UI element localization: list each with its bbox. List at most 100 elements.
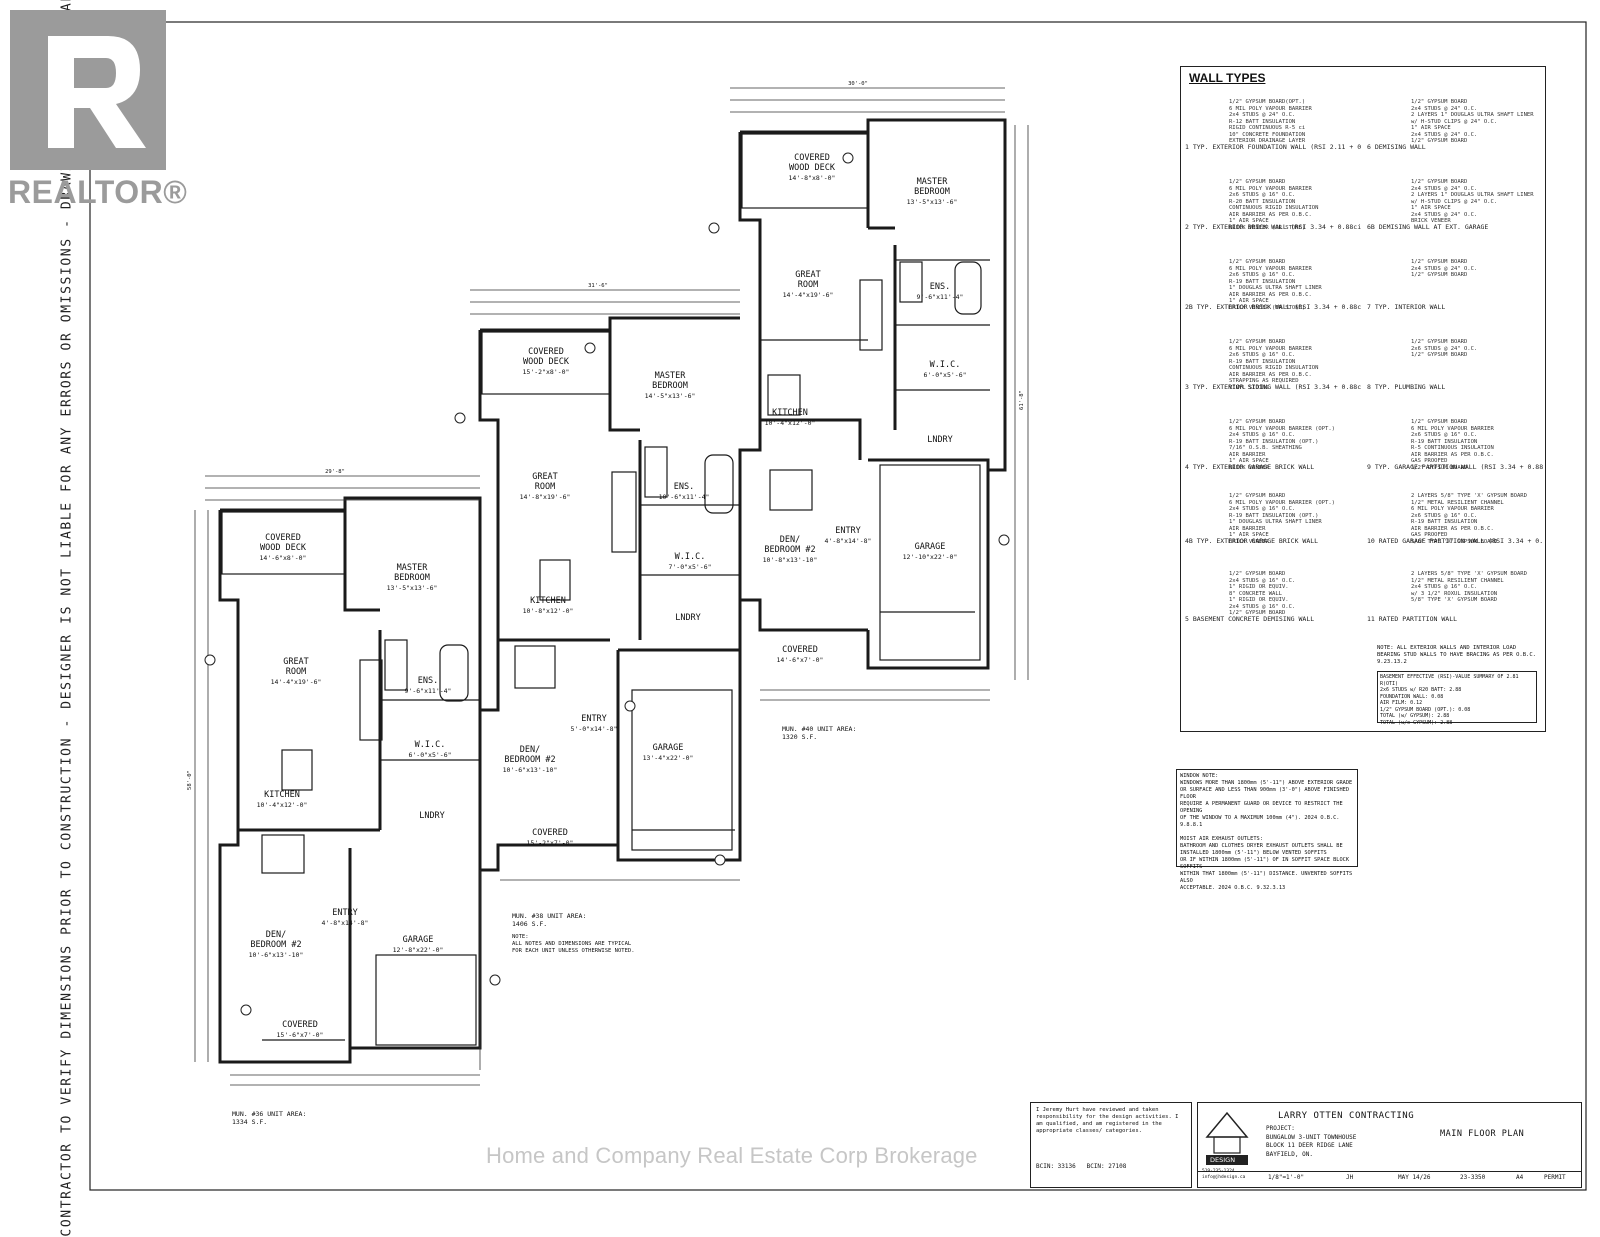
design-logo: DESIGN <box>1202 1107 1252 1167</box>
wall-type-entry: 1/2" GYPSUM BOARD 2x4 STUDS @ 24" O.C. 1… <box>1367 259 1478 311</box>
wall-type-entry: 1/2" GYPSUM BOARD 6 MIL POLY VAPOUR BARR… <box>1185 179 1361 231</box>
designer-statement: I Jeremy Hurt have reviewed and taken re… <box>1036 1107 1179 1134</box>
dimension-text: 61'-8" <box>1019 390 1025 410</box>
unit-36-walls <box>218 496 482 1064</box>
unit-40-area: MUN. #40 UNIT AREA:1320 S.F. <box>782 725 857 741</box>
rvalue-row: AIR FILM: 0.12 <box>1380 700 1423 706</box>
drawn-by: JH <box>1346 1174 1354 1181</box>
rvalue-row: TOTAL (w/ GYPSUM): 2.88 <box>1380 713 1450 719</box>
room-label: W.I.C.6'-0"x5'-6" <box>923 360 967 379</box>
realtor-r-icon <box>10 10 166 170</box>
wall-type-entry: 1/2" GYPSUM BOARD 6 MIL POLY VAPOUR BARR… <box>1367 419 1543 471</box>
designer-statement-box: I Jeremy Hurt have reviewed and taken re… <box>1030 1102 1192 1188</box>
unit-40-interior <box>741 133 990 661</box>
plan-general-note: NOTE: ALL NOTES AND DIMENSIONS ARE TYPIC… <box>512 934 635 954</box>
design-logo-text: DESIGN <box>1210 1156 1236 1164</box>
house-logo-icon <box>1205 1111 1249 1165</box>
sheet-border <box>89 21 1587 1191</box>
drawing-sheet: CONTRACTOR TO VERIFY DIMENSIONS PRIOR TO… <box>8 0 1587 1237</box>
unit-38-walls <box>478 316 742 872</box>
realtor-wordmark: REALTOR® <box>8 174 188 210</box>
wall-type-entry: 2 LAYERS 5/8" TYPE 'X' GYPSUM BOARD 1/2"… <box>1367 493 1543 545</box>
wall-type-entry: 2 LAYERS 5/8" TYPE 'X' GYPSUM BOARD 1/2"… <box>1367 571 1527 623</box>
room-label: W.I.C.6'-0"x5'-6" <box>408 740 452 759</box>
wall-type-entry: 1/2" GYPSUM BOARD 2x6 STUDS @ 24" O.C. 1… <box>1367 339 1478 391</box>
dimension-text: 29'-8" <box>325 469 345 475</box>
status-value: PERMIT <box>1544 1174 1566 1181</box>
unit-38-interior <box>481 331 740 851</box>
wall-types-legend: WALL TYPES 1/2" GYPSUM BOARD(OPT.) 6 MIL… <box>1180 66 1546 732</box>
date-value: MAY 14/26 <box>1398 1174 1431 1181</box>
dimension-lines <box>194 87 1029 1086</box>
room-label: ENS.9'-6"x11'-4" <box>916 282 964 301</box>
rvalue-summary-table: BASEMENT EFFECTIVE (RSI)-VALUE SUMMARY O… <box>1377 671 1537 726</box>
wall-types-title: WALL TYPES <box>1189 71 1266 85</box>
wall-type-entry: 1/2" GYPSUM BOARD 6 MIL POLY VAPOUR BARR… <box>1185 339 1361 391</box>
room-label: ENS.9'-6"x11'-4" <box>404 676 452 695</box>
dimension-text: 58'-0" <box>187 770 193 790</box>
section-markers <box>204 152 1010 1016</box>
wall-types-note: NOTE: ALL EXTERIOR WALLS AND INTERIOR LO… <box>1377 645 1536 665</box>
rvalue-row: BASEMENT EFFECTIVE (RSI)-VALUE SUMMARY O… <box>1380 674 1519 687</box>
project-info: PROJECT: BUNGALOW 3-UNIT TOWNHOUSE BLOCK… <box>1266 1125 1357 1158</box>
brokerage-watermark: Home and Company Real Estate Corp Broker… <box>486 1143 978 1168</box>
wall-type-entry: 1/2" GYPSUM BOARD 6 MIL POLY VAPOUR BARR… <box>1185 419 1335 471</box>
title-block-row: 1/8"=1'-0" JH MAY 14/26 23-3350 A4 PERMI… <box>1198 1171 1581 1188</box>
room-label: LNDRY <box>675 613 701 623</box>
room-label: W.I.C.7'-0"x5'-6" <box>668 552 712 571</box>
unit-36-area: MUN. #36 UNIT AREA:1334 S.F. <box>232 1110 307 1126</box>
room-label: ENS.10'-6"x11'-4" <box>658 482 710 501</box>
rvalue-row: TOTAL (w/o GYPSUM): 2.88 <box>1380 719 1453 726</box>
wall-type-entry: 1/2" GYPSUM BOARD 2x4 STUDS @ 24" O.C. 2… <box>1367 99 1534 151</box>
realtor-logo <box>8 8 188 218</box>
sheet-title: MAIN FLOOR PLAN <box>1440 1129 1525 1139</box>
sheet-number: A4 <box>1516 1174 1524 1181</box>
unit-40-walls <box>738 118 1007 670</box>
wall-type-entry: 1/2" GYPSUM BOARD 2x4 STUDS @ 24" O.C. 2… <box>1367 179 1534 231</box>
bcin-numbers: BCIN: 33136 BCIN: 27108 <box>1036 1163 1127 1170</box>
scale-value: 1/8"=1'-0" <box>1268 1174 1305 1181</box>
room-label: LNDRY <box>927 435 953 445</box>
wall-type-entry: 1/2" GYPSUM BOARD 2x4 STUDS @ 16" O.C. 1… <box>1185 571 1315 623</box>
wall-type-entry: 1/2" GYPSUM BOARD 6 MIL POLY VAPOUR BARR… <box>1185 259 1361 311</box>
wall-type-entry: 1/2" GYPSUM BOARD(OPT.) 6 MIL POLY VAPOU… <box>1185 99 1361 151</box>
title-block: DESIGN LARRY OTTEN CONTRACTING PROJECT: … <box>1197 1102 1582 1188</box>
wall-type-entry: 1/2" GYPSUM BOARD 6 MIL POLY VAPOUR BARR… <box>1185 493 1335 545</box>
unit-38-area: MUN. #38 UNIT AREA:1406 S.F. <box>512 912 587 928</box>
designer-contact: 519-235-1324 info@jhdesign.ca <box>1202 1169 1246 1180</box>
company-name: LARRY OTTEN CONTRACTING <box>1278 1111 1415 1121</box>
rvalue-row: 1/2" GYPSUM BOARD (OPT.): 0.08 <box>1380 706 1471 713</box>
room-label: LNDRY <box>419 811 445 821</box>
rvalue-row: FOUNDATION WALL: 0.08 <box>1380 693 1444 700</box>
dimension-text: 31'-6" <box>588 283 608 289</box>
unit-36-interior <box>221 511 480 1046</box>
rvalue-row: 2x6 STUDS w/ R20 BATT: 2.88 <box>1380 687 1462 693</box>
job-number: 23-3350 <box>1460 1174 1486 1181</box>
window-exhaust-note: WINDOW NOTE: WINDOWS MORE THAN 1800mm (5… <box>1176 769 1358 891</box>
dimension-text: 30'-0" <box>848 81 868 87</box>
